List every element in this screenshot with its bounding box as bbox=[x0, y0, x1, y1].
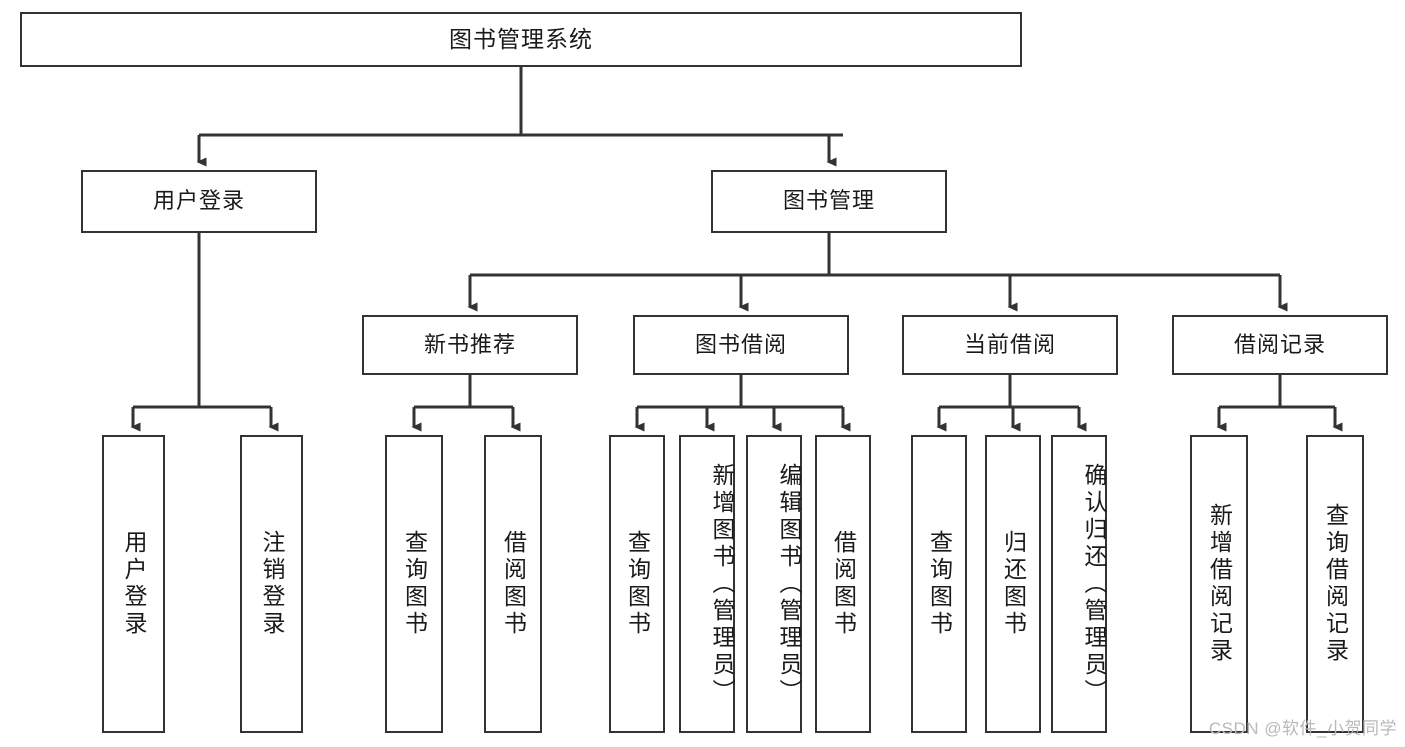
node-label: 用户登录 bbox=[121, 530, 147, 638]
node-leaf-return-book[interactable]: 归还图书 bbox=[985, 435, 1041, 733]
node-label: 查询图书 bbox=[401, 530, 428, 638]
node-label: 图书借阅 bbox=[694, 331, 787, 357]
node-borrow-record[interactable]: 借阅记录 bbox=[1172, 315, 1388, 375]
node-leaf-query-book-3[interactable]: 查询图书 bbox=[911, 435, 967, 733]
node-label: 新增图书（管理员） bbox=[709, 462, 735, 706]
node-leaf-query-book-1[interactable]: 查询图书 bbox=[385, 435, 443, 733]
csdn-watermark: CSDN @软件_小贺同学 bbox=[1208, 719, 1397, 738]
node-leaf-query-record[interactable]: 查询借阅记录 bbox=[1306, 435, 1364, 733]
node-leaf-query-book-2[interactable]: 查询图书 bbox=[609, 435, 665, 733]
node-label: 用户登录 bbox=[152, 188, 245, 214]
node-label: 查询图书 bbox=[624, 530, 651, 638]
node-leaf-borrow-book-2[interactable]: 借阅图书 bbox=[815, 435, 871, 733]
node-book-borrow[interactable]: 图书借阅 bbox=[633, 315, 849, 375]
node-system-root[interactable]: 图书管理系统 bbox=[20, 12, 1022, 67]
node-current-borrow[interactable]: 当前借阅 bbox=[902, 315, 1118, 375]
node-label: 确认归还（管理员） bbox=[1081, 462, 1107, 706]
node-label: 查询借阅记录 bbox=[1322, 503, 1349, 665]
node-label: 归还图书 bbox=[1000, 530, 1027, 638]
node-leaf-add-record[interactable]: 新增借阅记录 bbox=[1190, 435, 1248, 733]
node-label: 图书管理系统 bbox=[449, 25, 593, 52]
node-leaf-user-login[interactable]: 用户登录 bbox=[102, 435, 165, 733]
node-book-manage[interactable]: 图书管理 bbox=[711, 170, 947, 233]
node-label: 当前借阅 bbox=[963, 331, 1056, 357]
node-label: 查询图书 bbox=[926, 530, 953, 638]
node-label: 注销登录 bbox=[259, 530, 285, 638]
node-leaf-confirm-return[interactable]: 确认归还（管理员） bbox=[1051, 435, 1107, 733]
node-label: 新书推荐 bbox=[423, 331, 516, 357]
node-leaf-edit-book[interactable]: 编辑图书（管理员） bbox=[746, 435, 802, 733]
node-new-book-recommend[interactable]: 新书推荐 bbox=[362, 315, 578, 375]
node-label: 借阅图书 bbox=[500, 530, 527, 638]
node-label: 图书管理 bbox=[782, 188, 875, 214]
node-leaf-add-book[interactable]: 新增图书（管理员） bbox=[679, 435, 735, 733]
node-leaf-borrow-book-1[interactable]: 借阅图书 bbox=[484, 435, 542, 733]
node-label: 借阅记录 bbox=[1233, 331, 1326, 357]
node-leaf-logout-login[interactable]: 注销登录 bbox=[240, 435, 303, 733]
node-label: 编辑图书（管理员） bbox=[776, 462, 802, 706]
node-label: 借阅图书 bbox=[830, 530, 857, 638]
node-label: 新增借阅记录 bbox=[1206, 503, 1233, 665]
node-user-login[interactable]: 用户登录 bbox=[81, 170, 317, 233]
